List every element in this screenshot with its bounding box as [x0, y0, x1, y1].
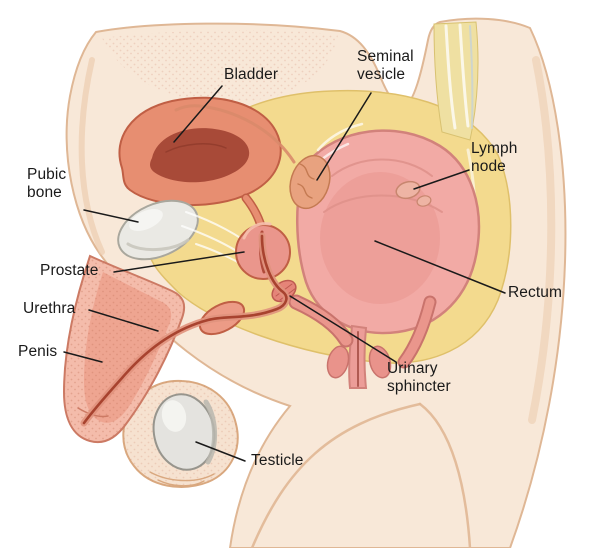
label-bladder: Bladder — [224, 66, 279, 83]
label-testicle: Testicle — [251, 452, 304, 469]
perineal-muscle — [399, 297, 435, 367]
rectum-leader-line — [374, 240, 506, 294]
bladder-leader-line — [173, 85, 223, 143]
anal-sphincter-right — [368, 345, 392, 379]
urethra-line — [82, 234, 288, 425]
label-prostate: Prostate — [40, 262, 99, 279]
epididymis — [203, 399, 218, 465]
testicle-leader-line — [195, 441, 246, 462]
back-shade — [528, 56, 556, 424]
leader-lines — [63, 85, 506, 462]
pubic-bone-shade-line — [126, 238, 190, 252]
pubic-bone-leader-line — [83, 209, 139, 223]
label-penis: Penis — [18, 343, 58, 360]
spine-ligament-streaks — [444, 23, 470, 130]
scrotum-creases — [149, 471, 215, 487]
urethra-leader-line — [88, 309, 159, 332]
penis-stipple — [64, 256, 185, 443]
anatomy-illustration — [62, 17, 567, 548]
seminal-vesicle-leader-line — [316, 92, 372, 181]
pubic-bone-highlight — [129, 208, 163, 232]
rectum-wall-lines — [323, 158, 443, 213]
rectum-inner — [320, 172, 440, 304]
urinary-sphincter-leader-line — [289, 295, 397, 363]
label-urethra: Urethra — [23, 300, 76, 317]
testicle-highlight — [161, 400, 187, 432]
label-seminal-vesicle: Seminal vesicle — [357, 48, 414, 83]
label-pubic-bone: Pubic bone — [27, 166, 67, 201]
penis-leader-line — [63, 351, 103, 363]
abdominal-tissue-stipple — [102, 30, 338, 103]
label-lymph-node: Lymph node — [471, 140, 518, 175]
thigh-crease — [418, 402, 472, 548]
label-rectum: Rectum — [508, 284, 563, 301]
groin-crease — [250, 402, 422, 548]
prostate-highlight-arc — [242, 222, 272, 240]
lymph-node-leader-line — [413, 169, 470, 190]
prostate-leader-line — [113, 251, 245, 273]
spine-detail-line — [469, 25, 474, 129]
belly-shade — [78, 57, 105, 255]
seminal-vesicle — [289, 154, 331, 210]
anal-sphincter-left — [326, 345, 350, 379]
label-urinary-sphincter: Urinary sphincter — [387, 360, 451, 395]
lymph-node-small — [416, 195, 432, 207]
bladder-fold-line — [165, 143, 227, 153]
seminal-vesicle-texture — [297, 163, 315, 199]
